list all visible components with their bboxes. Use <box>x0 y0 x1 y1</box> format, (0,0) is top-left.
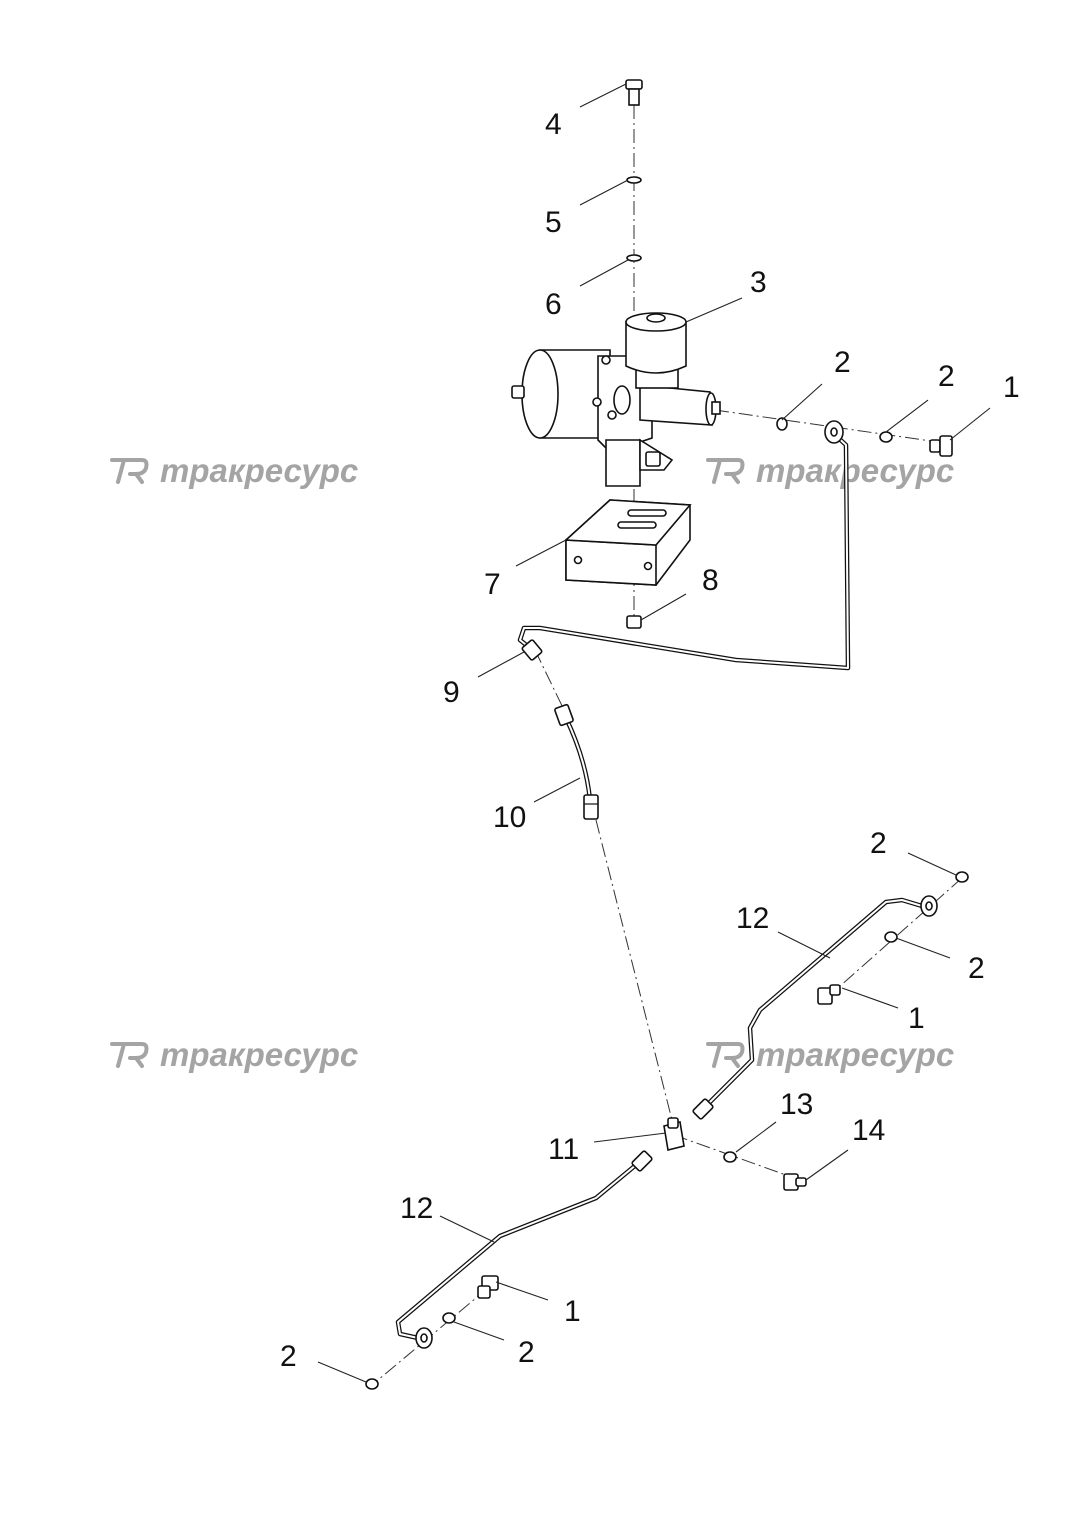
brake-hose-part-10 <box>554 703 599 820</box>
washer-part-2 <box>955 871 969 883</box>
callout-14: 14 <box>852 1114 885 1147</box>
callout-13: 13 <box>780 1088 813 1121</box>
banjo-bolt-part-1 <box>817 984 841 1005</box>
washer-part-2 <box>365 1378 379 1390</box>
callout-12: 12 <box>736 902 769 935</box>
small-hardware <box>365 417 969 1390</box>
watermark-logo-icon <box>706 1042 745 1068</box>
washer-part-2 <box>884 931 898 943</box>
callout-11: 11 <box>548 1133 579 1166</box>
washer-part-6 <box>626 254 642 262</box>
callout-10: 10 <box>493 801 526 834</box>
callout-labels: 4 5 6 3 2 2 1 7 8 9 10 2 12 2 1 13 14 11… <box>280 108 1020 1373</box>
callout-1: 1 <box>564 1295 581 1328</box>
callout-5: 5 <box>545 206 562 239</box>
watermark-top-right: тракресурс <box>706 452 954 489</box>
tee-bolt-axis <box>673 1134 801 1181</box>
watermark-top-left: тракресурс <box>110 452 358 489</box>
callout-2: 2 <box>870 827 887 860</box>
callout-12: 12 <box>400 1192 433 1225</box>
watermark-text: тракресурс <box>756 1036 954 1073</box>
callout-2: 2 <box>280 1340 297 1373</box>
tee-fitting-part-11 <box>663 1117 685 1151</box>
master-cylinder-part-3 <box>511 312 721 487</box>
banjo-bolt-part-1 <box>929 435 953 457</box>
watermark-bottom-left: тракресурс <box>110 1036 358 1073</box>
callout-6: 6 <box>545 288 562 321</box>
brake-pipe-left-part-12 <box>395 1150 653 1349</box>
assembly-axes <box>371 105 963 1386</box>
watermark-logo-icon <box>110 1042 149 1068</box>
pipe-hose-axis <box>534 649 566 713</box>
washer-part-2 <box>879 431 893 443</box>
watermark-logo-icon <box>110 458 149 484</box>
callout-2: 2 <box>834 346 851 379</box>
watermark-text: тракресурс <box>160 452 358 489</box>
callout-1: 1 <box>1003 371 1020 404</box>
watermark-text: тракресурс <box>756 452 954 489</box>
banjo-axis-right <box>829 877 963 996</box>
hose-tee-axis <box>595 819 675 1129</box>
callout-8: 8 <box>702 564 719 597</box>
bolt-part-14 <box>783 1173 807 1191</box>
brake-pipe-part-9 <box>517 420 851 671</box>
callout-3: 3 <box>750 266 767 299</box>
callout-7: 7 <box>484 568 501 601</box>
brake-pipe-right-part-12 <box>692 895 938 1120</box>
callout-2: 2 <box>938 360 955 393</box>
nut-part-8 <box>626 615 642 629</box>
watermark-bottom-right: тракресурс <box>706 1036 954 1073</box>
banjo-axis-top <box>714 409 946 444</box>
callout-9: 9 <box>443 676 460 709</box>
callout-1: 1 <box>908 1002 925 1035</box>
watermark-text: тракресурс <box>160 1036 358 1073</box>
bracket-part-7 <box>564 499 692 586</box>
bolt-part-4 <box>625 79 643 106</box>
leader-lines <box>317 83 991 1383</box>
callout-2: 2 <box>518 1336 535 1369</box>
washer-part-13 <box>723 1151 737 1163</box>
washer-part-2 <box>442 1312 456 1324</box>
washer-part-2 <box>776 417 788 431</box>
banjo-bolt-part-1 <box>477 1275 499 1299</box>
washer-part-5 <box>626 176 642 184</box>
callout-4: 4 <box>545 108 562 141</box>
callout-2: 2 <box>968 952 985 985</box>
watermark-logo-icon <box>706 458 745 484</box>
